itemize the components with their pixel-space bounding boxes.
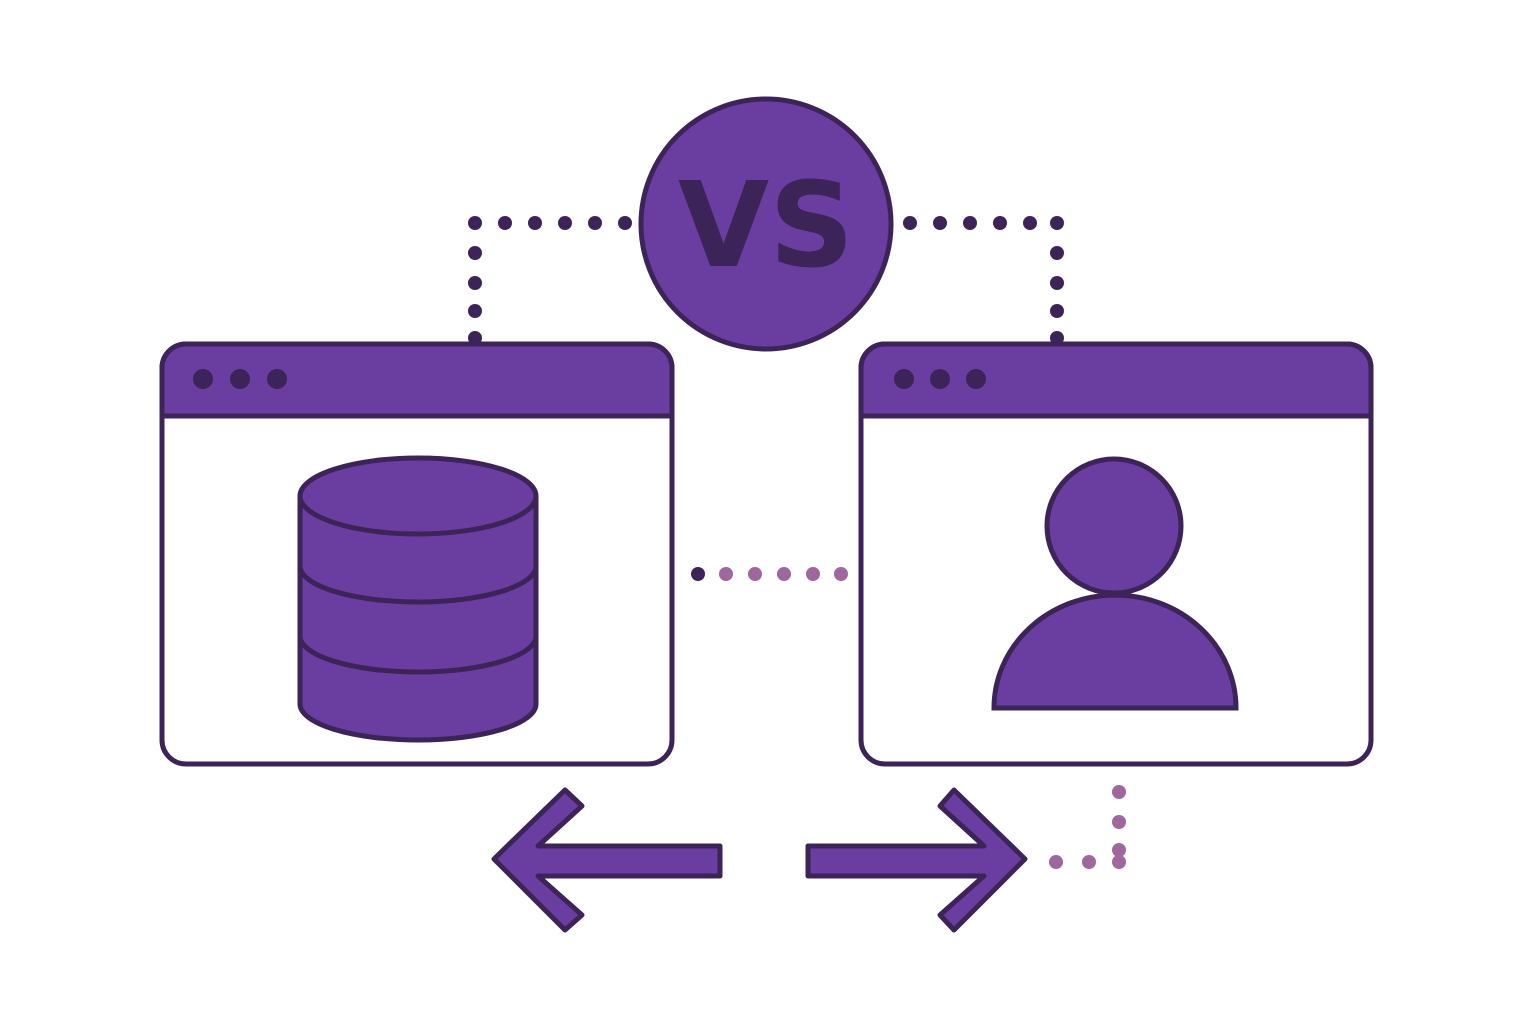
vs-label: VS bbox=[678, 156, 854, 294]
arrow-left-icon bbox=[491, 787, 723, 933]
connector-between-windows bbox=[691, 567, 848, 581]
right-window bbox=[858, 341, 1374, 767]
window-dot-icon bbox=[894, 369, 914, 389]
right-window-titlebar bbox=[858, 341, 1374, 419]
connector-vs-to-left-window bbox=[468, 216, 632, 345]
window-dot-icon bbox=[930, 369, 950, 389]
window-dot-icon bbox=[267, 369, 287, 389]
connector-vs-to-right-window bbox=[903, 216, 1064, 345]
arrow-right-icon bbox=[805, 787, 1028, 933]
left-window bbox=[159, 341, 675, 767]
right-window-controls bbox=[894, 369, 986, 389]
database-icon bbox=[297, 455, 539, 743]
window-dot-icon bbox=[966, 369, 986, 389]
user-icon bbox=[991, 456, 1239, 711]
window-dot-icon bbox=[193, 369, 213, 389]
vs-badge: VS bbox=[638, 96, 894, 352]
left-window-controls bbox=[193, 369, 287, 389]
window-dot-icon bbox=[230, 369, 250, 389]
left-window-titlebar bbox=[159, 341, 675, 419]
connector-right-window-to-arrow bbox=[1049, 785, 1126, 869]
